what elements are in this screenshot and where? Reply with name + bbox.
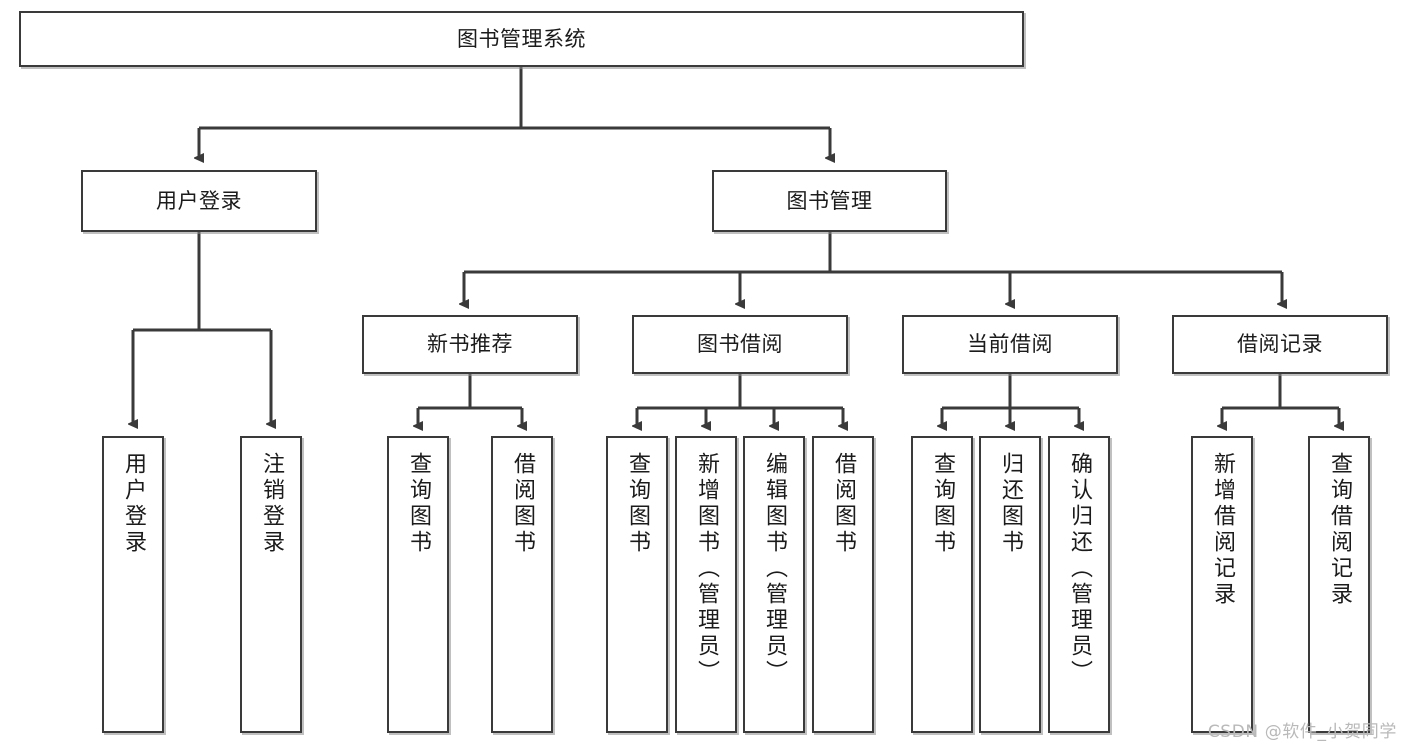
- node-borrow-record[interactable]: 借阅记录: [1172, 315, 1388, 374]
- node-label: 用户登录: [121, 452, 146, 556]
- node-book-management[interactable]: 图书管理: [712, 170, 947, 232]
- node-label: 确认归还（管理员）: [1067, 452, 1092, 686]
- node-label: 借阅图书: [510, 452, 535, 556]
- leaf-book-borrow-2[interactable]: 编辑图书（管理员）: [743, 436, 805, 733]
- leaf-book-borrow-1[interactable]: 新增图书（管理员）: [675, 436, 737, 733]
- leaf-new-book-recommend-1[interactable]: 借阅图书: [491, 436, 553, 733]
- node-label: 查询图书: [406, 452, 431, 556]
- node-label: 编辑图书（管理员）: [762, 452, 787, 686]
- node-label: 新书推荐: [427, 332, 513, 357]
- node-label: 图书借阅: [697, 332, 783, 357]
- leaf-current-borrow-1[interactable]: 归还图书: [979, 436, 1041, 733]
- leaf-user-login-1[interactable]: 注销登录: [240, 436, 302, 733]
- node-label: 注销登录: [259, 452, 284, 556]
- leaf-new-book-recommend-0[interactable]: 查询图书: [387, 436, 449, 733]
- node-current-borrow[interactable]: 当前借阅: [902, 315, 1118, 374]
- node-label: 新增图书（管理员）: [694, 452, 719, 686]
- node-label: 当前借阅: [967, 332, 1053, 357]
- node-root-system[interactable]: 图书管理系统: [19, 11, 1024, 67]
- leaf-book-borrow-3[interactable]: 借阅图书: [812, 436, 874, 733]
- node-label: 查询图书: [930, 452, 955, 556]
- node-label: 借阅图书: [831, 452, 856, 556]
- leaf-borrow-record-0[interactable]: 新增借阅记录: [1191, 436, 1253, 733]
- node-new-book-recommend[interactable]: 新书推荐: [362, 315, 578, 374]
- node-label: 查询图书: [625, 452, 650, 556]
- watermark-text: CSDN @软件_小贺同学: [1207, 722, 1397, 742]
- leaf-book-borrow-0[interactable]: 查询图书: [606, 436, 668, 733]
- node-label: 用户登录: [156, 188, 242, 213]
- node-label: 查询借阅记录: [1327, 452, 1352, 608]
- node-user-login[interactable]: 用户登录: [81, 170, 317, 232]
- node-label: 图书管理系统: [457, 26, 586, 51]
- leaf-current-borrow-0[interactable]: 查询图书: [911, 436, 973, 733]
- leaf-user-login-0[interactable]: 用户登录: [102, 436, 164, 733]
- leaf-borrow-record-1[interactable]: 查询借阅记录: [1308, 436, 1370, 733]
- node-book-borrow[interactable]: 图书借阅: [632, 315, 848, 374]
- leaf-current-borrow-2[interactable]: 确认归还（管理员）: [1048, 436, 1110, 733]
- node-label: 归还图书: [998, 452, 1023, 556]
- node-label: 新增借阅记录: [1210, 452, 1235, 608]
- node-label: 图书管理: [786, 188, 873, 213]
- node-label: 借阅记录: [1237, 332, 1323, 357]
